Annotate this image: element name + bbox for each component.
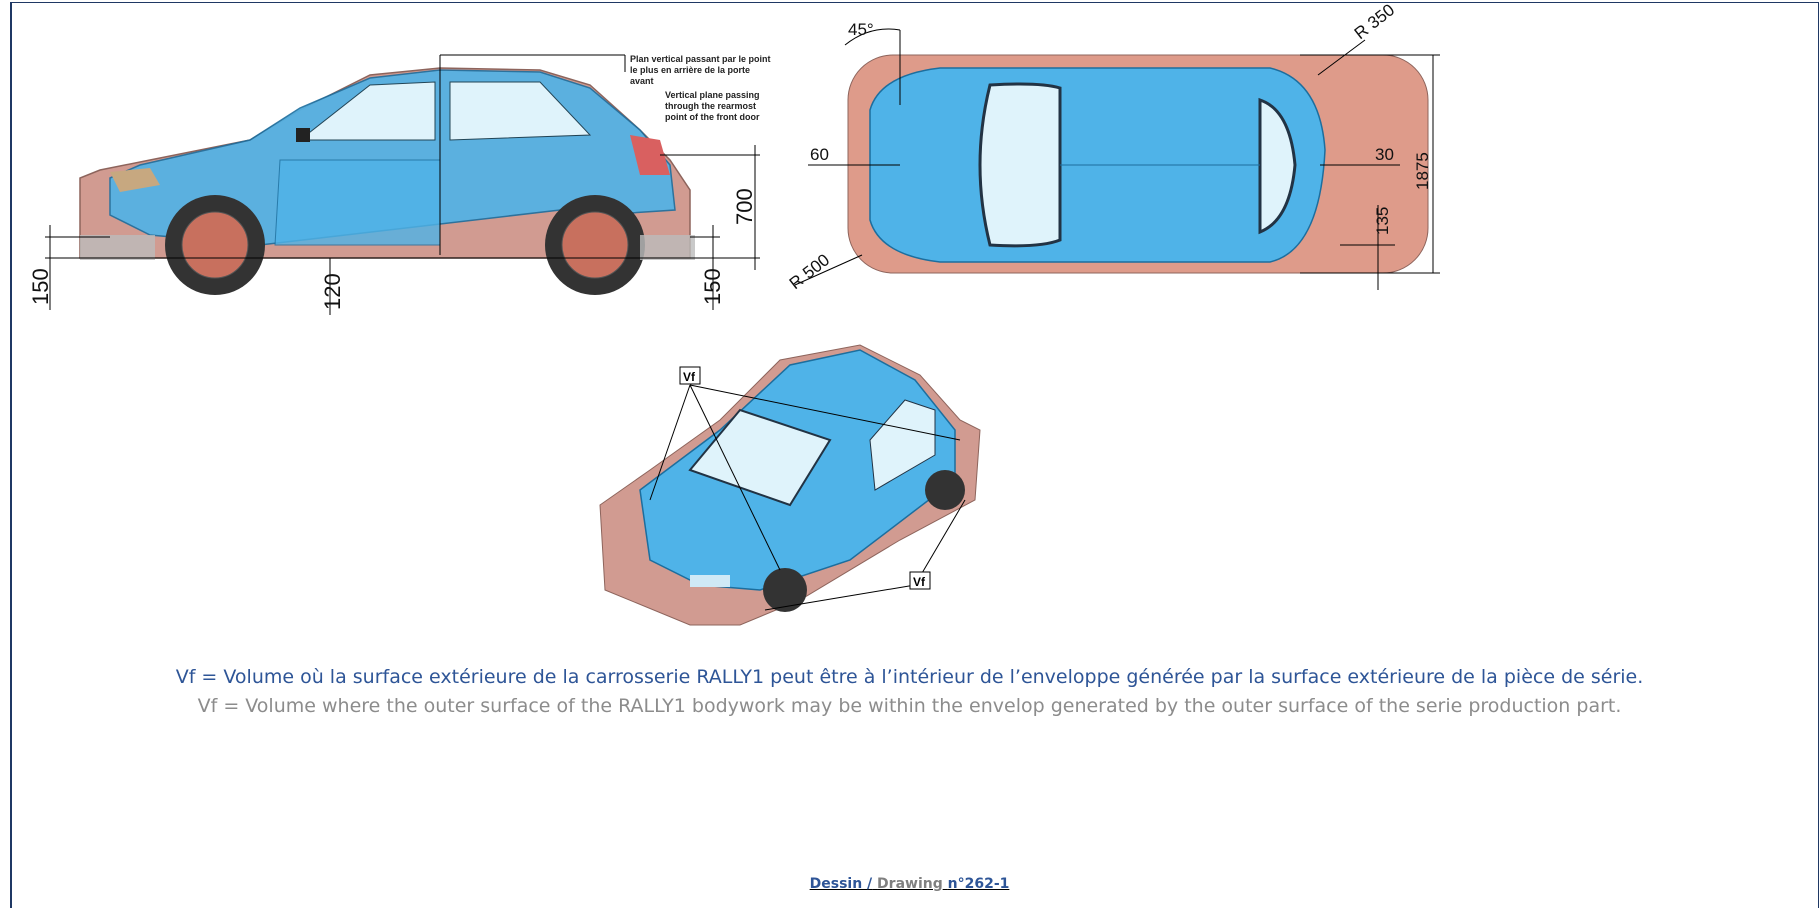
dim-front-overhang: 150 <box>28 268 53 305</box>
iso-view-leaders <box>649 366 966 611</box>
dim-sill: 120 <box>320 273 345 310</box>
footer-number: n°262-1 <box>947 876 1010 892</box>
note-en-3: point of the front door <box>665 112 760 122</box>
footer-dessin: Dessin / <box>809 876 873 892</box>
dim-height: 700 <box>732 188 757 225</box>
caption-english: Vf = Volume where the outer surface of t… <box>197 695 1622 717</box>
dim-radius-rear: R 350 <box>1351 0 1398 43</box>
vf-label-top: Vf <box>683 370 696 384</box>
side-view-dimensions <box>45 54 760 315</box>
side-view-car <box>79 67 695 295</box>
note-fr-1: Plan vertical passant par le point <box>630 54 771 64</box>
page-border-top <box>10 2 1819 3</box>
dim-side: 135 <box>1373 207 1392 235</box>
top-view-dimensions <box>794 28 1440 290</box>
vf-label-bottom: Vf <box>913 575 926 589</box>
top-view-car <box>847 54 1429 274</box>
caption-french: Vf = Volume où la surface extérieure de … <box>175 666 1644 688</box>
note-en-2: through the rearmost <box>665 101 756 111</box>
note-fr-3: avant <box>630 76 654 86</box>
dim-radius-front: R 500 <box>786 250 833 293</box>
note-fr-2: le plus en arrière de la porte <box>630 65 750 75</box>
dim-width: 1875 <box>1413 152 1432 190</box>
note-en-1: Vertical plane passing <box>665 90 760 100</box>
dim-rear-offset: 30 <box>1375 145 1394 164</box>
dim-front-offset: 60 <box>810 145 829 164</box>
page-border-left <box>10 2 12 908</box>
drawing-reference: Dessin / Drawing n°262-1 <box>0 876 1819 892</box>
dim-rear-overhang: 150 <box>700 268 725 305</box>
dim-angle: 45° <box>848 20 874 39</box>
footer-drawing: Drawing <box>877 876 943 892</box>
iso-view-car <box>599 344 981 626</box>
